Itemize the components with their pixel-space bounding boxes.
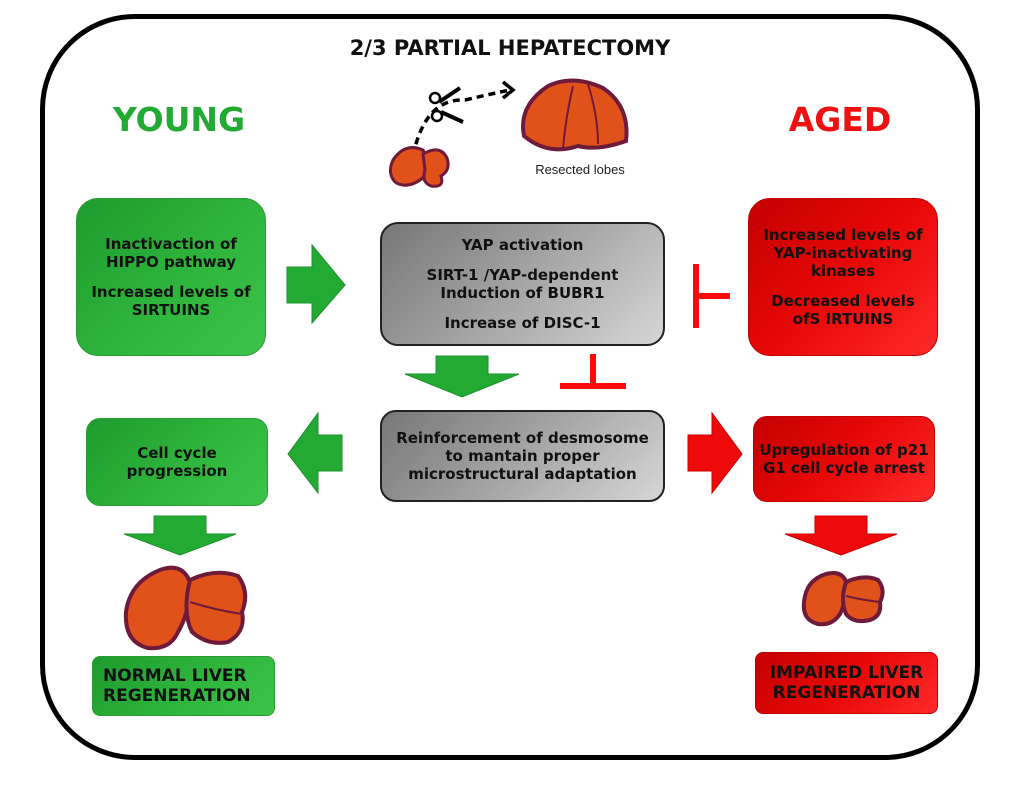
bubr1-text: Induction of BUBR1 xyxy=(440,284,605,302)
inhibitor-horizontal-icon xyxy=(693,264,730,328)
young-label: YOUNG xyxy=(112,100,246,139)
green-arrow-down-young xyxy=(123,515,237,556)
young-top-line: SIRTUINS xyxy=(131,301,211,319)
impaired-liver-icon xyxy=(801,571,885,627)
aged-top-line: ofS IRTUINS xyxy=(792,310,894,328)
center-top-box: YAP activation SIRT-1 /YAP-dependent Ind… xyxy=(380,222,665,346)
sirt1-text: SIRT-1 /YAP-dependent xyxy=(426,266,619,284)
young-mid-box: Cell cycle progression xyxy=(86,418,268,506)
aged-top-line: kinases xyxy=(811,262,875,280)
desmosome-line: microstructural adaptation xyxy=(408,465,637,483)
green-arrow-left xyxy=(287,411,343,495)
desmosome-line: Reinforcement of desmosome xyxy=(396,429,649,447)
normal-regeneration-box: NORMAL LIVER REGENERATION xyxy=(92,656,275,716)
green-arrow-right xyxy=(286,243,346,325)
normal-regeneration-line: NORMAL LIVER xyxy=(103,665,247,686)
scissors-icon xyxy=(428,86,464,124)
red-arrow-down-aged xyxy=(784,515,898,556)
resected-lobes-label: Resected lobes xyxy=(535,162,625,177)
disc1-text: Increase of DISC-1 xyxy=(444,314,601,332)
dashed-cut-path xyxy=(411,88,511,157)
young-top-line: Increased levels of xyxy=(91,283,251,301)
aged-top-box: Increased levels of YAP-inactivating kin… xyxy=(748,198,938,356)
aged-mid-line: G1 cell cycle arrest xyxy=(763,459,925,477)
resected-lobes-icon xyxy=(521,78,629,152)
young-mid-line: Cell cycle xyxy=(137,444,217,462)
normal-regeneration-line: REGENERATION xyxy=(103,686,251,706)
diagram-frame xyxy=(40,14,980,760)
impaired-regeneration-line: IMPAIRED LIVER xyxy=(769,662,924,683)
aged-mid-line: Upregulation of p21 xyxy=(759,441,929,459)
young-top-box: Inactivaction of HIPPO pathway Increased… xyxy=(76,198,266,356)
regenerated-liver-icon xyxy=(123,565,248,651)
yap-activation-text: YAP activation xyxy=(461,236,584,254)
impaired-regeneration-line: REGENERATION xyxy=(772,683,921,703)
aged-label: AGED xyxy=(788,100,892,139)
diagram-title: 2/3 PARTIAL HEPATECTOMY xyxy=(349,36,671,60)
hepatectomy-illustration xyxy=(388,80,516,188)
young-mid-line: progression xyxy=(126,462,228,480)
aged-top-line: Decreased levels xyxy=(771,292,915,310)
aged-top-line: Increased levels of xyxy=(763,226,923,244)
inhibitor-vertical-icon xyxy=(560,354,626,389)
red-arrow-right xyxy=(687,411,743,495)
arrowhead-icon xyxy=(501,80,516,100)
desmosome-line: to mantain proper xyxy=(445,447,600,465)
aged-top-line: YAP-inactivating xyxy=(773,244,913,262)
aged-mid-box: Upregulation of p21 G1 cell cycle arrest xyxy=(753,416,935,502)
young-top-line: Inactivaction of xyxy=(105,235,237,253)
green-arrow-down-center xyxy=(404,355,520,398)
young-top-line: HIPPO pathway xyxy=(105,253,237,271)
impaired-regeneration-box: IMPAIRED LIVER REGENERATION xyxy=(755,652,938,714)
center-bottom-box: Reinforcement of desmosome to mantain pr… xyxy=(380,410,665,502)
remnant-liver-icon xyxy=(388,146,450,188)
